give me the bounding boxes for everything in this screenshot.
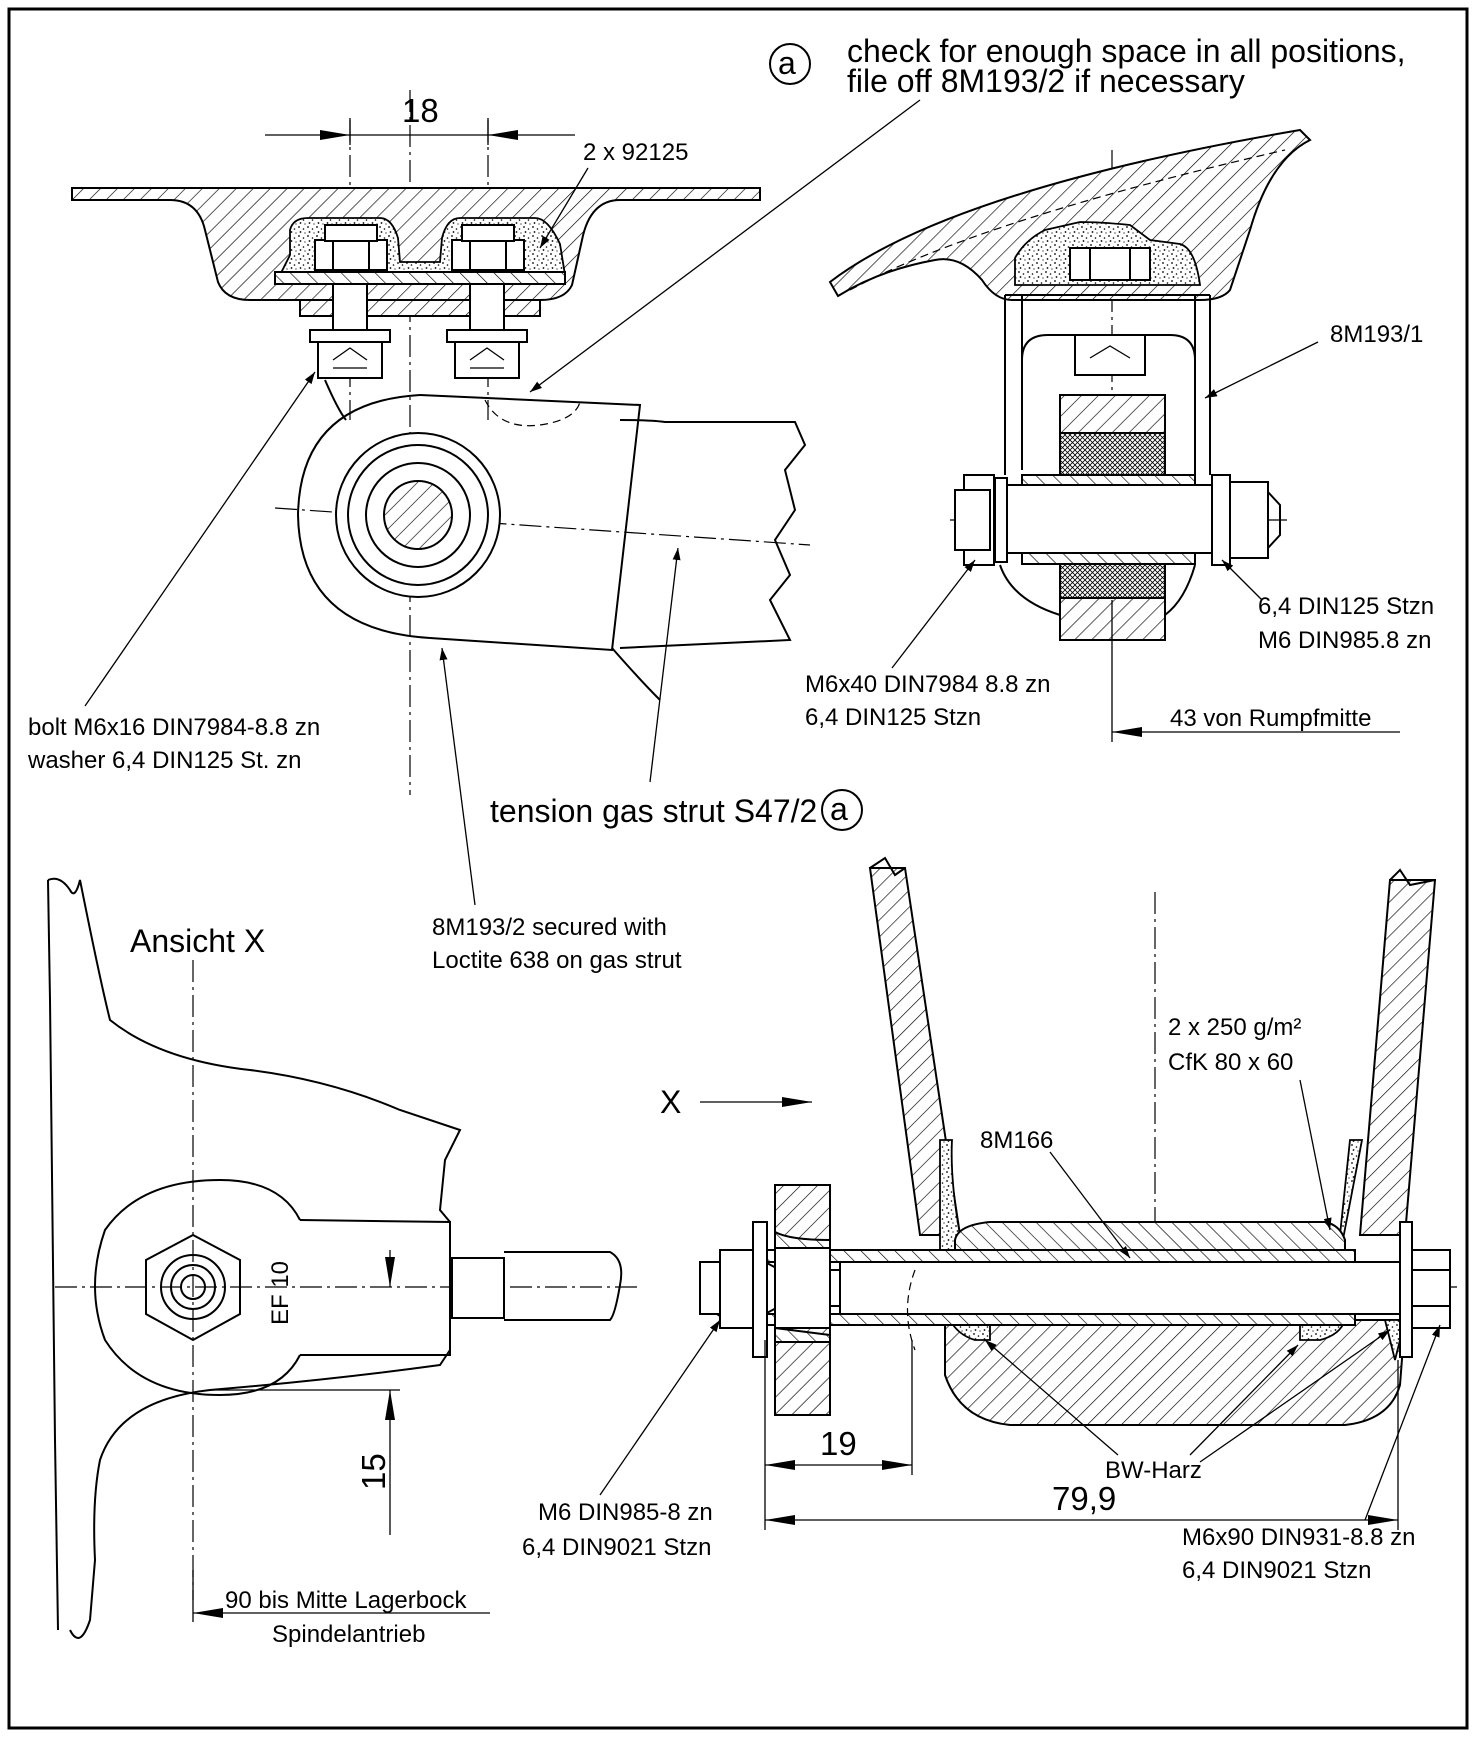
callout-m6x90-line1: M6x90 DIN931-8.8 zn [1182,1524,1415,1551]
callout-bolt-line1: bolt M6x16 DIN7984-8.8 zn [28,714,320,741]
callout-8m193-1: 8M193/1 [1330,321,1423,348]
note-top-group: a check for enough space in all position… [529,33,1406,393]
dim-18: 18 [402,92,439,129]
dim-43-group: 43 von Rumpfmitte [1111,600,1400,742]
note-marker-strut: a [830,791,848,827]
dim-15-group: 15 [210,1250,400,1535]
callout-m6x40-line1: M6x40 DIN7984 8.8 zn [805,671,1050,698]
callout-m6x90-line2: 6,4 DIN9021 Stzn [1182,1557,1371,1584]
callout-92125: 2 x 92125 [583,139,688,166]
dim-90-group: 90 bis Mitte Lagerbock Spindelantrieb [192,1570,490,1648]
dim-90-line1: 90 bis Mitte Lagerbock [225,1587,467,1614]
dim-79-9-group: 79,9 [764,1360,1399,1530]
callout-bolt-line2: washer 6,4 DIN125 St. zn [27,747,301,774]
note-marker-top: a [778,45,796,81]
dim-18-group: 18 [265,92,575,145]
callout-cfk-line1: 2 x 250 g/m² [1168,1014,1301,1041]
dim-79-9: 79,9 [1052,1480,1116,1517]
callout-stzn-right-line1: 6,4 DIN125 Stzn [1258,593,1434,620]
dim-90-line2: Spindelantrieb [272,1621,425,1648]
top-left-view [71,90,811,795]
dim-15: 15 [355,1453,392,1490]
rod-end-label: EF 10 [267,1261,294,1325]
callout-bw: BW-Harz [1105,1457,1202,1484]
callout-8m193-2-line2: Loctite 638 on gas strut [432,947,682,974]
view-arrow-label: X [660,1084,681,1120]
callout-strut: tension gas strut S47/2 [490,793,817,829]
dim-19: 19 [820,1425,857,1462]
note-line2: file off 8M193/2 if necessary [847,63,1245,99]
view-title: Ansicht X [130,923,265,959]
section-view [699,856,1460,1426]
dim-19-group: 19 [764,1340,913,1475]
sheet-border [7,7,1469,1730]
note-line1: check for enough space in all positions, [847,33,1406,69]
callout-8m193-2-line1: 8M193/2 secured with [432,914,667,941]
dim-43: 43 von Rumpfmitte [1170,705,1371,732]
callout-m6-din985-line2: 6,4 DIN9021 Stzn [522,1534,711,1561]
callout-stzn-right-line2: M6 DIN985.8 zn [1258,627,1431,654]
callout-cfk-line2: CfK 80 x 60 [1168,1049,1293,1076]
top-right-view [828,128,1312,641]
callout-8m166: 8M166 [980,1127,1053,1154]
callout-m6x40-line2: 6,4 DIN125 Stzn [805,704,981,731]
callout-m6-din985-line1: M6 DIN985-8 zn [538,1499,713,1526]
ansicht-x-view [47,877,640,1639]
